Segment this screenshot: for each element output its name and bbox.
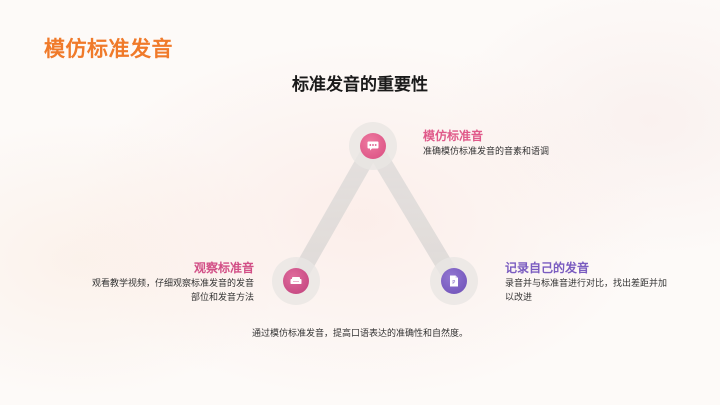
observe-description: 观看教学视频，仔细观察标准发音的发音 部位和发音方法 <box>92 277 254 305</box>
record-description-line2: 以改进 <box>505 293 533 303</box>
record-node: P <box>441 268 467 294</box>
edge-top-left <box>287 137 382 290</box>
chat-bubble-icon <box>367 141 379 151</box>
record-description: 录音并与标准音进行对比，找出差距并加 以改进 <box>505 277 667 305</box>
observe-description-line2: 部位和发音方法 <box>190 293 254 303</box>
summary-text: 通过模仿标准发音，提高口语表达的准确性和自然度。 <box>251 329 468 339</box>
imitate-node <box>360 133 386 159</box>
observe-node <box>283 268 309 294</box>
edge-top-right <box>364 137 463 290</box>
sofa-icon <box>290 277 302 284</box>
imitate-description: 准确模仿标准发音的音素和语调 <box>423 147 550 157</box>
imitate-title: 模仿标准音 <box>423 129 484 143</box>
document-icon: P <box>450 275 458 287</box>
record-title: 记录自己的发音 <box>505 261 590 275</box>
record-description-line1: 录音并与标准音进行对比，找出差距并加 <box>505 279 668 289</box>
observe-description-line1: 观看教学视频，仔细观察标准发音的发音 <box>91 279 254 289</box>
section-title: 标准发音的重要性 <box>292 75 428 95</box>
page-title: 模仿标准发音 <box>44 37 173 61</box>
observe-title: 观察标准音 <box>193 261 254 275</box>
svg-text:P: P <box>452 280 455 286</box>
